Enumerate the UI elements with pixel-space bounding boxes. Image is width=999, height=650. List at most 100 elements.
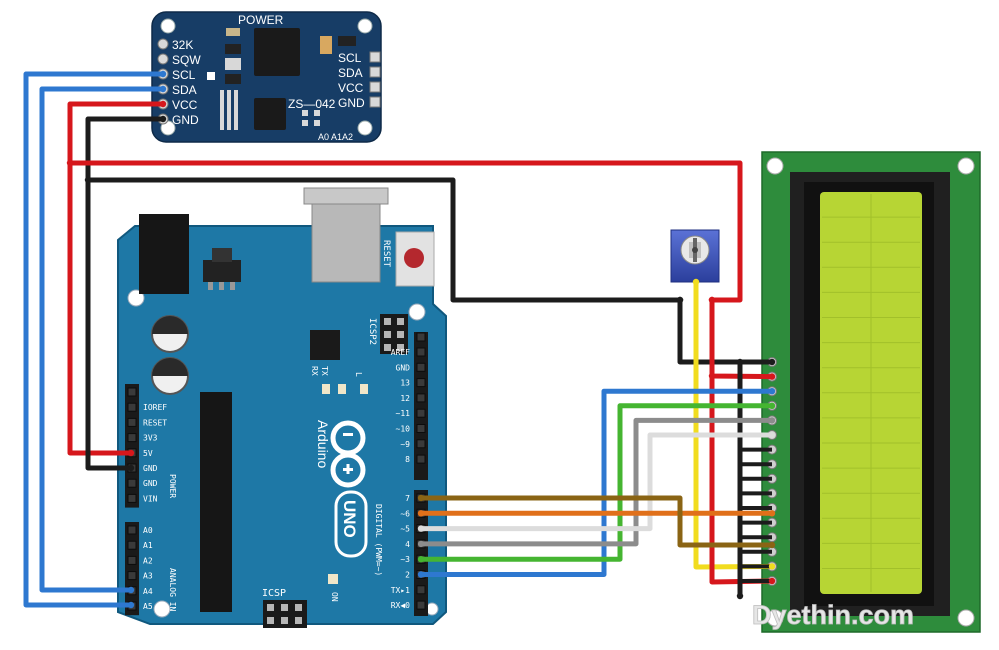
power-header-pin[interactable]: [127, 402, 137, 412]
wire-d7: [421, 495, 772, 548]
digital-pin-label: GND: [396, 363, 411, 372]
on-led-label: ON: [330, 592, 339, 602]
wire-d2: [421, 388, 772, 577]
wire-sda-a4: [39, 86, 163, 593]
arduino-brand-label: Arduino: [315, 420, 331, 468]
analog-header-pin[interactable]: [127, 555, 137, 565]
analog-header-pin[interactable]: [127, 540, 137, 550]
power-group-label: POWER: [168, 474, 177, 498]
rtc-right-pin-scl[interactable]: [369, 51, 381, 63]
rtc-pin-label: SDA: [172, 83, 197, 97]
analog-group-label: ANALOG IN: [168, 568, 177, 612]
wire-scl-a5: [23, 71, 163, 608]
rtc-power-label: POWER: [238, 13, 284, 27]
power-header-pin-label: IOREF: [143, 403, 167, 412]
analog-header-pin-label: A5: [143, 602, 153, 611]
rtc-right-pin-label: SDA: [338, 66, 363, 80]
rtc-model-label: ZS—042: [288, 97, 336, 111]
lcd-16x2-module: [761, 151, 981, 633]
power-header-pin[interactable]: [127, 493, 137, 503]
rtc-right-pin-sda[interactable]: [369, 66, 381, 78]
arduino-logo: [330, 420, 366, 488]
digital-pin-label: ~10: [396, 425, 411, 434]
wire-d4: [421, 417, 772, 547]
icsp-label: ICSP: [262, 588, 286, 599]
watermark: Dyethin.com: [752, 600, 914, 630]
potentiometer[interactable]: [670, 229, 720, 283]
analog-header-pin-label: A2: [143, 556, 153, 565]
digital-pin-label: 4: [405, 540, 410, 549]
power-header-pin[interactable]: [127, 417, 137, 427]
digital-pin[interactable]: [416, 439, 426, 449]
reset-label: RESET: [381, 240, 391, 268]
rtc-pin-sqw[interactable]: [157, 53, 169, 65]
rtc-module: POWER ZS—042 A0 A1A2 32KSQWSCLSDAVCCGND …: [151, 11, 382, 143]
rtc-square-pad: [207, 72, 215, 80]
wire-d5: [421, 432, 772, 532]
digital-pin[interactable]: [416, 378, 426, 388]
analog-header-pin-label: A4: [143, 587, 153, 596]
wire-rtc-gnd: [85, 116, 163, 471]
wire-d3: [421, 403, 772, 562]
analog-header-pin[interactable]: [127, 571, 137, 581]
rtc-pin-label: SCL: [172, 68, 196, 82]
wire-5v-rail: [70, 160, 743, 303]
digital-pin-label: ~11: [396, 409, 411, 418]
analog-header-pin[interactable]: [127, 525, 137, 535]
usb-interface-chip: [310, 330, 340, 360]
power-header-pin-label: GND: [143, 464, 158, 473]
wire-gnd-rail: [88, 177, 680, 303]
power-header-pin-label: 3V3: [143, 434, 158, 443]
svg-text:UNO: UNO: [340, 500, 359, 538]
arduino-uno-board: RESET ICSP2 ICSP: [117, 187, 447, 628]
power-header-pin-label: VIN: [143, 494, 158, 503]
power-header-pin-label: 5V: [143, 449, 153, 458]
rtc-address-label: A0 A1A2: [318, 132, 353, 142]
dc-power-jack: [139, 214, 189, 294]
power-header-pin[interactable]: [127, 478, 137, 488]
digital-pin-label: AREF: [391, 348, 410, 357]
rtc-right-pin-gnd[interactable]: [369, 96, 381, 108]
rtc-pin-label: GND: [172, 113, 199, 127]
digital-pin-label: 13: [400, 379, 410, 388]
digital-pin[interactable]: [416, 585, 426, 595]
rtc-pin-label: 32K: [172, 38, 193, 52]
digital-pin-label: 7: [405, 494, 410, 503]
digital-pin-label: 12: [400, 394, 410, 403]
digital-pin-label: ~5: [400, 525, 410, 534]
digital-pin[interactable]: [416, 393, 426, 403]
rtc-right-pin-vcc[interactable]: [369, 81, 381, 93]
digital-pin[interactable]: [416, 362, 426, 372]
power-header-pin[interactable]: [127, 433, 137, 443]
digital-group-label: DIGITAL (PWM=~): [374, 504, 383, 576]
rtc-right-pin-label: GND: [338, 96, 365, 110]
uno-badge: UNO: [334, 490, 368, 558]
icsp-header: [263, 600, 307, 628]
power-header-pin[interactable]: [127, 387, 137, 397]
digital-pin-label: ~3: [400, 555, 410, 564]
analog-header-pin-label: A1: [143, 541, 153, 550]
power-header-pin-label: RESET: [143, 418, 167, 427]
tx-label: TX: [320, 366, 329, 376]
digital-pin[interactable]: [416, 347, 426, 357]
rtc-pin-32k[interactable]: [157, 38, 169, 50]
digital-pin-label: ~6: [400, 509, 410, 518]
eeprom-chip: [254, 98, 286, 130]
rtc-pin-label: VCC: [172, 98, 198, 112]
digital-pin-label: RX◀0: [391, 601, 410, 610]
icsp2-label: ICSP2: [367, 318, 377, 345]
digital-pin[interactable]: [416, 332, 426, 342]
digital-pin[interactable]: [416, 454, 426, 464]
digital-pin[interactable]: [416, 600, 426, 610]
power-header-pin-label: GND: [143, 479, 158, 488]
atmega-chip: [200, 392, 232, 612]
digital-pin-label: 8: [405, 455, 410, 464]
rtc-right-pin-label: SCL: [338, 51, 362, 65]
digital-pin[interactable]: [416, 424, 426, 433]
rtc-right-pin-label: VCC: [338, 81, 364, 95]
analog-header-pin-label: A3: [143, 572, 153, 581]
rx-label: RX: [310, 366, 319, 376]
analog-header-pin-label: A0: [143, 526, 153, 535]
digital-pin[interactable]: [416, 408, 426, 418]
